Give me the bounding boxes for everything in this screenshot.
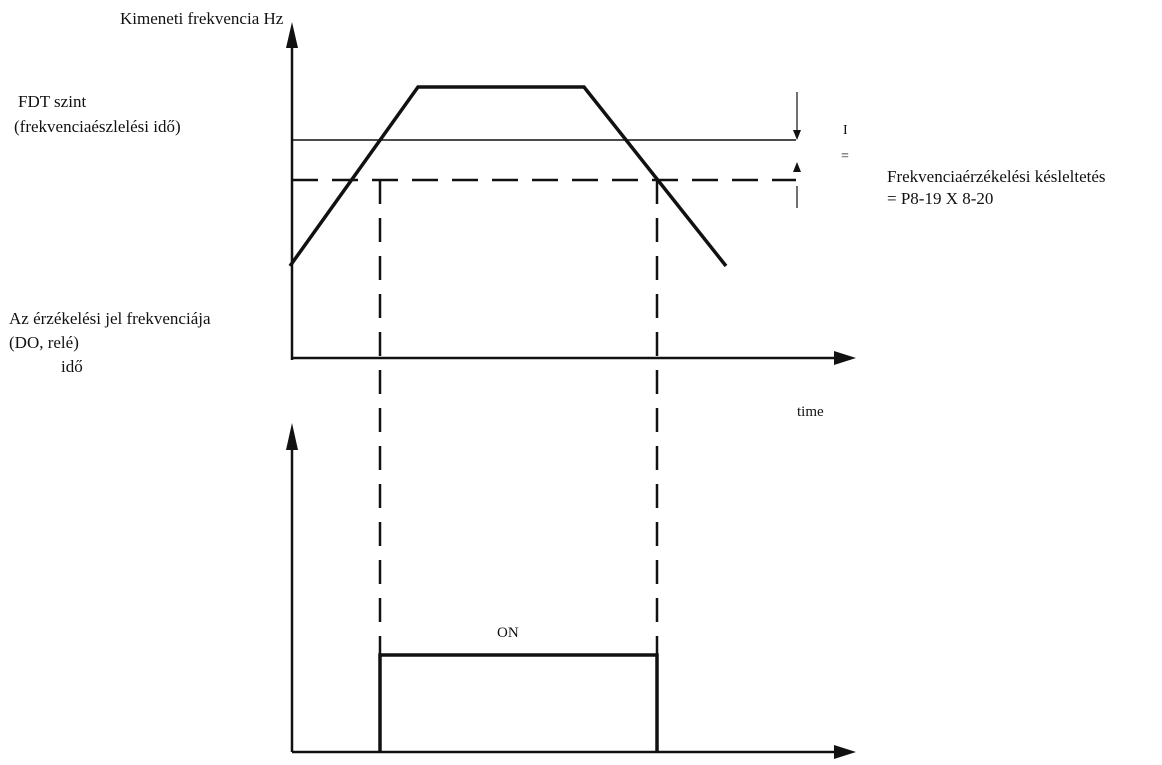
on-state-label: ON — [497, 625, 519, 641]
delta-mark-top: I — [843, 123, 848, 138]
y-axis-title: Kimeneti frekvencia Hz — [120, 9, 284, 28]
fdt-level-sublabel: (frekvenciaészlelési idő) — [14, 117, 181, 136]
upper-x-axis-arrow — [834, 351, 856, 365]
detection-delay-label: Frekvenciaérzékelési késleltetés — [887, 167, 1106, 186]
detection-signal-on-pulse — [378, 653, 659, 752]
detection-delay-formula: = P8-19 X 8-20 — [887, 189, 993, 208]
lower-y-axis-arrow — [286, 423, 298, 450]
delta-mark-bottom: = — [841, 149, 849, 164]
fdt-level-label: FDT szint — [18, 92, 86, 111]
signal-label-line2: (DO, relé) — [9, 333, 79, 352]
lower-x-axis-arrow — [834, 745, 856, 759]
delta-indicator-top-arrow — [793, 130, 801, 140]
time-axis-label: time — [797, 404, 824, 420]
delta-indicator-bottom-arrow — [793, 162, 801, 172]
signal-label-line1: Az érzékelési jel frekvenciája — [9, 309, 211, 328]
output-frequency-curve — [288, 85, 728, 268]
upper-y-axis-arrow — [286, 22, 298, 48]
signal-label-line3: idő — [61, 357, 83, 376]
